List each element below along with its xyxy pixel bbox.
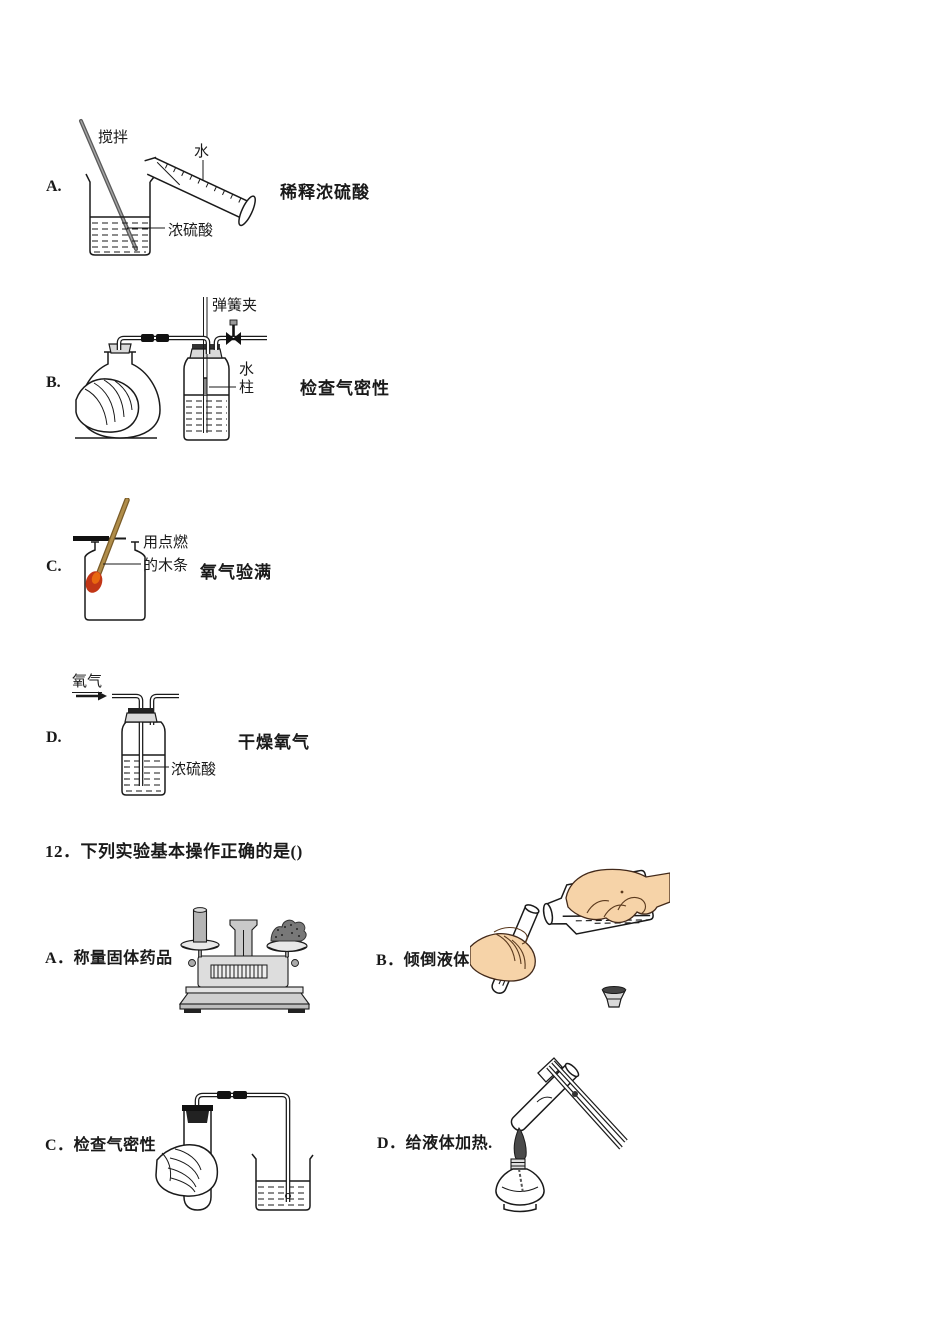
q12-option-b: B．倾倒液体 — [376, 946, 470, 970]
q12-option-d: D．给液体加热. — [377, 1129, 493, 1153]
q11a-letter: A. — [46, 178, 62, 195]
q12a-letter: A． — [45, 950, 74, 967]
figure-balance — [172, 900, 317, 1015]
right-pan — [266, 939, 308, 958]
dilute-acid-diagram — [79, 119, 256, 256]
label-conc-acid: 浓硫酸 — [171, 762, 217, 778]
balance-diagram — [178, 907, 311, 1013]
figure-airtight-flask: 弹簧夹 水 柱 — [75, 292, 355, 450]
q12d-letter: D． — [377, 1135, 406, 1152]
q12c-label: 检查气密性 — [73, 1137, 157, 1154]
drying-oxygen-diagram — [76, 691, 179, 796]
alcohol-lamp-icon — [495, 1126, 545, 1213]
q12-option-c: C．检查气密性 — [45, 1131, 156, 1155]
bottle-lid-icon — [73, 536, 126, 541]
q12b-letter: B． — [376, 952, 404, 969]
delivery-tube-icon — [194, 1091, 291, 1202]
airtight-diagram — [75, 297, 267, 441]
hand-icon — [155, 1144, 219, 1197]
glass-rod-icon — [79, 119, 138, 251]
hand-holding-bottle-icon — [565, 868, 670, 924]
beaker-icon — [251, 1153, 314, 1211]
solid-sample-icon — [270, 919, 307, 942]
figure-airtight-tube — [155, 1090, 320, 1215]
label-splint-line2: 的木条 — [143, 558, 189, 574]
label-water-column: 水 柱 — [239, 361, 254, 397]
spring-clamp-icon — [213, 319, 267, 350]
figure-pouring-liquid — [470, 868, 670, 1020]
q12-stem: 12．下列实验基本操作正确的是() — [45, 842, 303, 861]
hand-holding-tube-icon — [470, 926, 536, 982]
q11d-letter: D. — [46, 729, 62, 746]
label-stirring: 搅拌 — [98, 130, 129, 146]
stopper-icon — [124, 708, 158, 723]
heating-liquid-diagram — [495, 1057, 628, 1213]
pouring-liquid-diagram — [470, 868, 670, 1008]
label-splint-line1: 用点燃 — [143, 535, 189, 551]
balance-body — [188, 955, 299, 988]
oxygen-test-diagram — [73, 498, 146, 621]
q11a-caption: 稀释浓硫酸 — [280, 183, 370, 202]
test-tube-holder-icon — [546, 1060, 628, 1150]
label-conc-acid: 浓硫酸 — [168, 223, 214, 239]
label-column-char: 柱 — [239, 380, 255, 396]
q12c-letter: C． — [45, 1137, 74, 1154]
liquid-surface-line — [536, 1096, 553, 1103]
measuring-cylinder-icon — [144, 156, 256, 227]
q12-option-a: A．称量固体药品 — [45, 944, 173, 968]
hand-icon — [75, 378, 140, 433]
figure-oxygen-test: 用点燃 的木条 — [70, 498, 270, 628]
stopper-icon — [182, 1105, 213, 1111]
figure-drying-oxygen: 氧气 浓硫酸 — [68, 665, 313, 803]
q11b-letter: B. — [46, 374, 61, 391]
label-oxygen: 氧气 — [72, 670, 103, 693]
q11c-caption: 氧气验满 — [200, 563, 272, 582]
balance-pillar — [229, 919, 258, 957]
weight-icon — [192, 907, 208, 943]
gas-washing-bottle-icon — [121, 721, 166, 796]
glass-stopper-icon — [601, 986, 627, 1008]
gas-flow-arrow-icon — [76, 691, 107, 701]
q11d-caption: 干燥氧气 — [238, 733, 310, 752]
q11c-letter: C. — [46, 558, 62, 575]
collection-bottle-icon — [84, 541, 146, 621]
inlet-tube-icon — [112, 693, 144, 786]
q11b-caption: 检查气密性 — [300, 379, 390, 398]
q12a-label: 称量固体药品 — [73, 950, 173, 967]
connecting-tube-icon — [116, 334, 211, 354]
label-water: 水 — [194, 144, 210, 160]
label-spring-clamp: 弹簧夹 — [212, 298, 258, 314]
q12b-label: 倾倒液体 — [403, 952, 470, 969]
burning-splint-icon — [85, 498, 130, 593]
bubble-icon — [285, 1193, 291, 1199]
water-column-tube-icon — [203, 297, 208, 433]
figure-dilute-acid: 搅拌 水 浓硫酸 — [75, 112, 290, 260]
label-water-char: 水 — [239, 362, 255, 378]
lamp-flame-icon — [513, 1126, 527, 1161]
airtight-tube-diagram — [155, 1091, 314, 1211]
figure-heating-liquid — [478, 1045, 668, 1213]
q12d-label: 给液体加热. — [405, 1135, 493, 1152]
outlet-tube-icon — [149, 693, 179, 725]
balance-base — [178, 986, 311, 1013]
